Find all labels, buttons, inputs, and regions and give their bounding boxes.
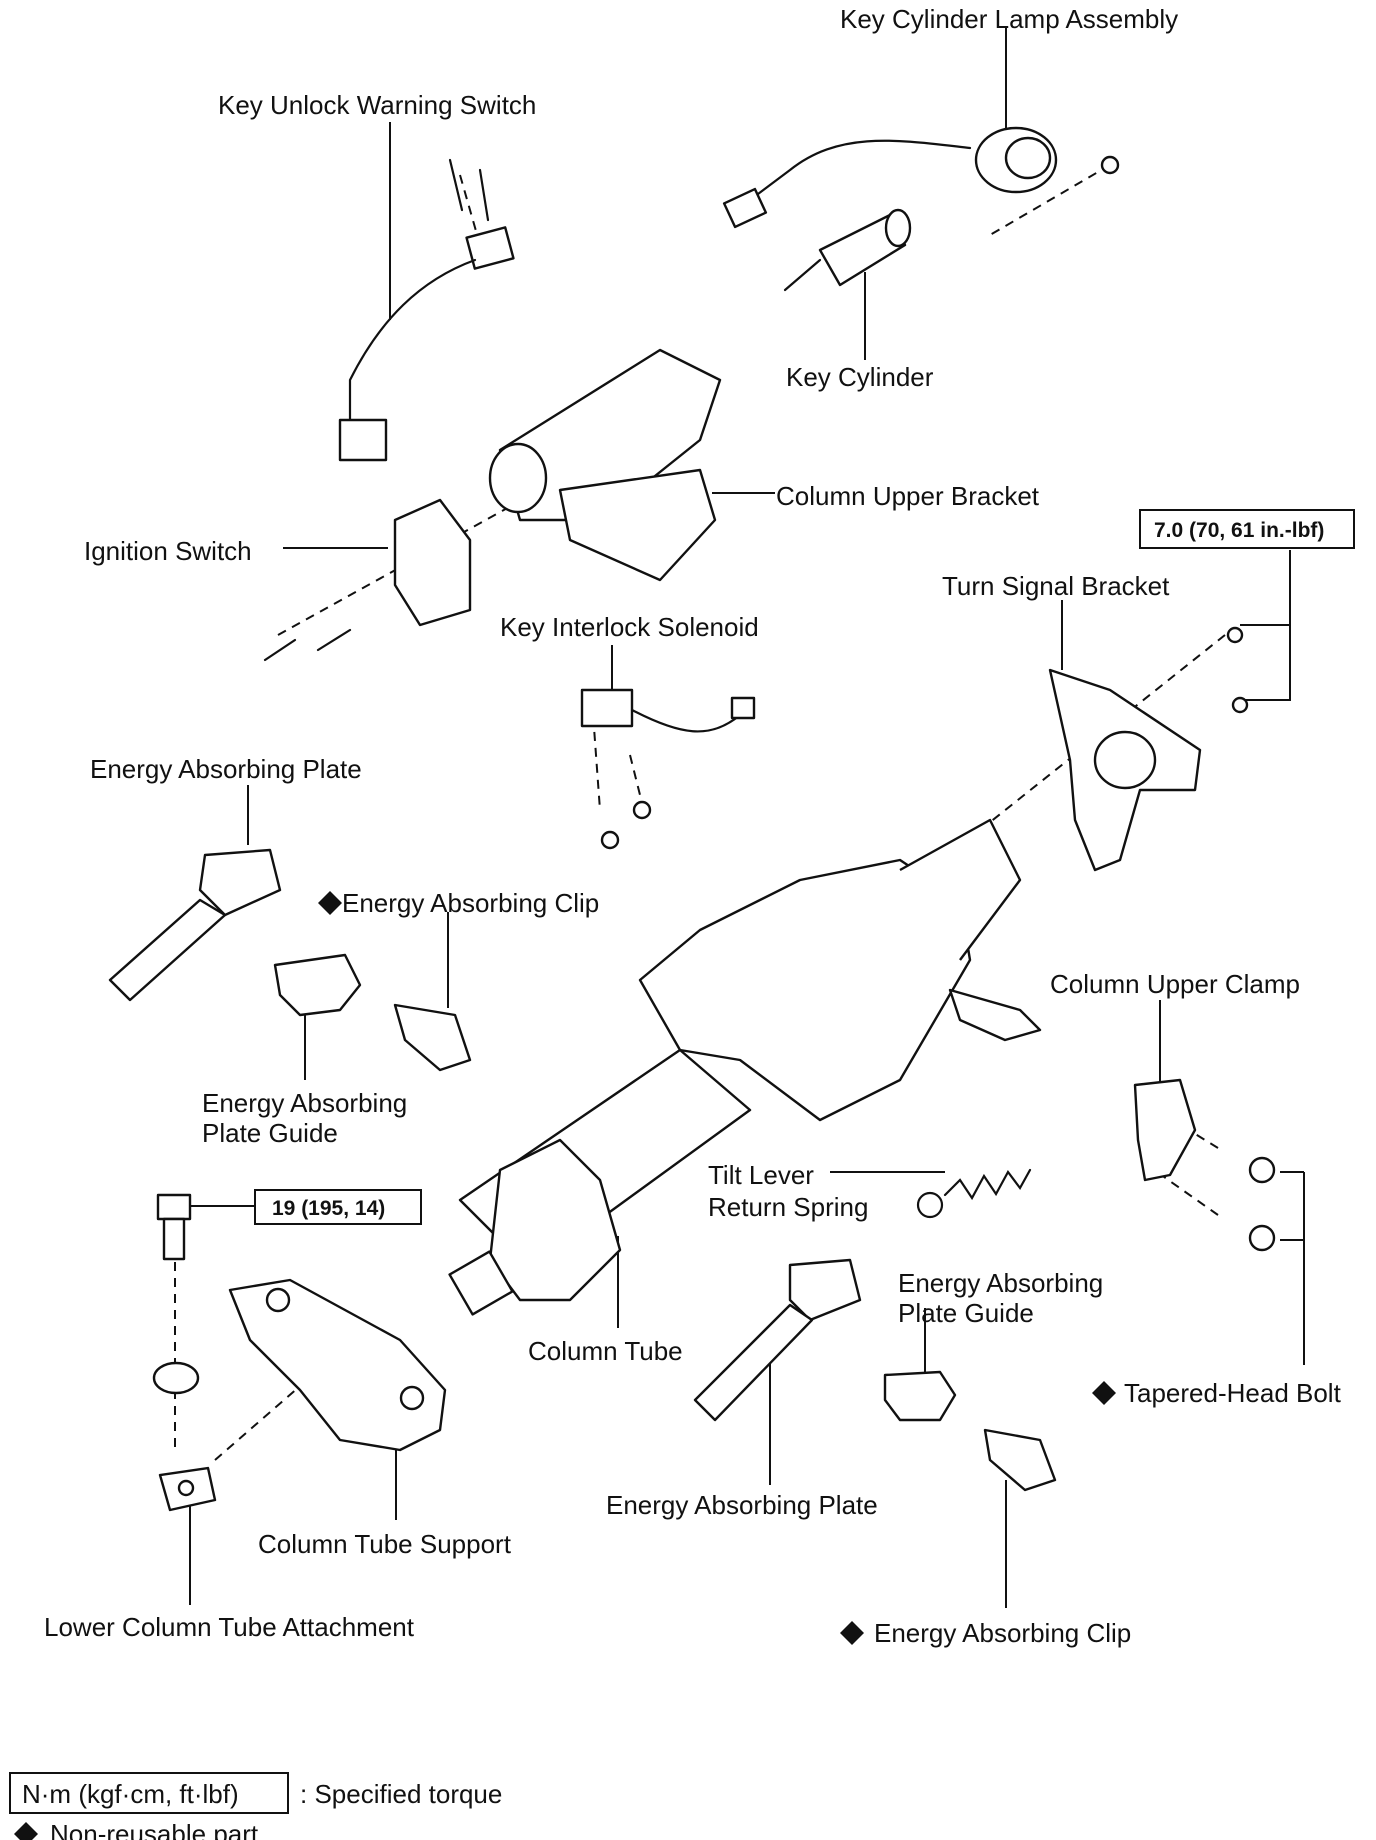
label-ignition-switch: Ignition Switch [84, 536, 252, 566]
label-key-unlock-warning-switch: Key Unlock Warning Switch [218, 90, 536, 120]
energy-absorbing-plate-guide-1-part [273, 953, 362, 1017]
legend-torque-unit: N·m (kgf·cm, ft·lbf) [22, 1779, 239, 1809]
label-tapered-head-bolt-text: Tapered-Head Bolt [1124, 1378, 1342, 1408]
label-lower-column-tube-attachment: Lower Column Tube Attachment [44, 1612, 415, 1642]
ignition-switch-part [263, 498, 472, 662]
non-reusable-diamond-icon [1092, 1381, 1116, 1405]
label-energy-absorbing-clip-1-text: Energy Absorbing Clip [342, 888, 599, 918]
label-tapered-head-bolt: Tapered-Head Bolt [1092, 1378, 1342, 1408]
column-tube-support-part [228, 1278, 447, 1452]
label-energy-absorbing-plate-guide-1-line2: Plate Guide [202, 1118, 338, 1148]
energy-absorbing-clip-2-part [983, 1428, 1057, 1492]
energy-absorbing-plate-guide-2-part [883, 1370, 957, 1422]
label-column-tube: Column Tube [528, 1336, 683, 1366]
label-energy-absorbing-plate-2: Energy Absorbing Plate [606, 1490, 878, 1520]
legend-nonreusable-description: Non-reusable part [50, 1819, 259, 1840]
steering-column-body-part [448, 818, 1042, 1316]
label-energy-absorbing-clip-1: Energy Absorbing Clip [318, 888, 599, 918]
key-interlock-solenoid-part [580, 688, 756, 850]
label-energy-absorbing-plate-guide-2-line1: Energy Absorbing [898, 1268, 1103, 1298]
key-cylinder-part [783, 208, 912, 292]
label-key-cylinder-lamp-assembly: Key Cylinder Lamp Assembly [840, 4, 1178, 34]
legend: N·m (kgf·cm, ft·lbf) : Specified torque … [9, 1772, 502, 1840]
torque-box-turn-signal-bracket: 7.0 (70, 61 in.-lbf) [1139, 509, 1355, 549]
torque-value-lower-attachment: 19 (195, 14) [272, 1197, 385, 1220]
label-energy-absorbing-plate-1: Energy Absorbing Plate [90, 754, 362, 784]
label-column-upper-clamp: Column Upper Clamp [1050, 969, 1300, 999]
label-energy-absorbing-plate-guide-2-line2: Plate Guide [898, 1298, 1034, 1328]
torque-value-turn-signal-bracket: 7.0 (70, 61 in.-lbf) [1154, 519, 1324, 542]
legend-torque-unit-box [9, 1772, 289, 1814]
tilt-lever-return-spring-part [916, 1168, 1032, 1219]
column-upper-clamp-part [1133, 1078, 1276, 1252]
assembly-lines [174, 164, 1226, 1461]
energy-absorbing-plate-1-part [108, 848, 282, 1002]
label-tilt-lever-return-spring-line2: Return Spring [708, 1192, 868, 1222]
energy-absorbing-clip-1-part [393, 1003, 472, 1072]
label-key-cylinder: Key Cylinder [786, 362, 934, 392]
label-energy-absorbing-plate-guide-1-line1: Energy Absorbing [202, 1088, 407, 1118]
label-column-upper-bracket: Column Upper Bracket [776, 481, 1040, 511]
label-tilt-lever-return-spring-line1: Tilt Lever [708, 1160, 814, 1190]
label-energy-absorbing-clip-2: Energy Absorbing Clip [840, 1618, 1131, 1648]
lower-column-tube-attachment-part [152, 1193, 217, 1512]
non-reusable-diamond-icon [14, 1822, 38, 1840]
energy-absorbing-plate-2-part [693, 1258, 862, 1422]
label-energy-absorbing-clip-2-text: Energy Absorbing Clip [874, 1618, 1131, 1648]
label-column-tube-support: Column Tube Support [258, 1529, 512, 1559]
column-upper-bracket-part [488, 348, 722, 582]
non-reusable-diamond-icon [318, 891, 342, 915]
non-reusable-diamond-icon [840, 1621, 864, 1645]
key-unlock-warning-switch-part [338, 158, 515, 462]
legend-torque-description: : Specified torque [300, 1779, 502, 1809]
turn-signal-bracket-part [1048, 626, 1249, 872]
label-turn-signal-bracket: Turn Signal Bracket [942, 571, 1170, 601]
label-key-interlock-solenoid: Key Interlock Solenoid [500, 612, 759, 642]
key-cylinder-lamp-assembly-part [722, 126, 1120, 229]
torque-box-lower-attachment: 19 (195, 14) [254, 1189, 422, 1225]
